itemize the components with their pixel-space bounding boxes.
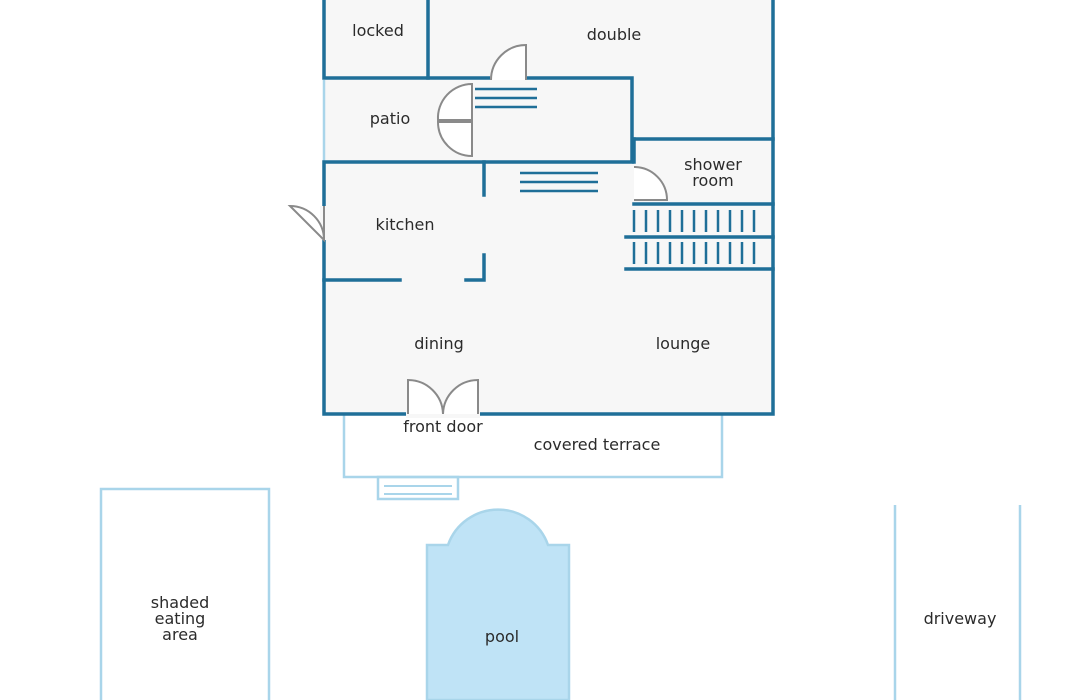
label-shower-line2: room	[692, 171, 733, 190]
label-driveway: driveway	[924, 609, 997, 628]
shower-room-door	[633, 166, 669, 201]
label-pool: pool	[485, 627, 519, 646]
covered-terrace-outline	[342, 414, 724, 479]
label-front-door: front door	[403, 417, 483, 436]
front-door-right-leaf	[442, 378, 479, 415]
pool-shape	[425, 508, 571, 700]
terrace-area	[344, 414, 722, 477]
label-shaded-line2: eating	[155, 609, 206, 628]
label-kitchen: kitchen	[376, 215, 435, 234]
label-double: double	[587, 25, 642, 44]
staircase-lower	[632, 242, 756, 264]
kitchen-side-door	[287, 204, 325, 243]
exterior-walls	[322, 0, 775, 416]
label-covered-terrace: covered terrace	[534, 435, 661, 454]
front-door-left-leaf	[407, 378, 444, 415]
kitchen-wall-right	[464, 253, 486, 282]
label-shaded-line1: shaded	[151, 593, 209, 612]
patio-door-bottom	[436, 121, 473, 158]
shaded-eating-area-outline	[99, 487, 271, 700]
staircase-upper	[632, 210, 756, 232]
label-dining: dining	[414, 334, 463, 353]
house-floor	[324, 0, 773, 414]
driveway-outline	[893, 505, 1022, 700]
label-locked: locked	[352, 21, 404, 40]
label-lounge: lounge	[656, 334, 711, 353]
patio-door-top	[436, 82, 473, 121]
label-shower-line1: shower	[684, 155, 742, 174]
terrace-steps	[376, 475, 460, 501]
label-patio: patio	[370, 109, 410, 128]
double-room-door	[490, 43, 527, 81]
label-shaded-line3: area	[162, 625, 198, 644]
